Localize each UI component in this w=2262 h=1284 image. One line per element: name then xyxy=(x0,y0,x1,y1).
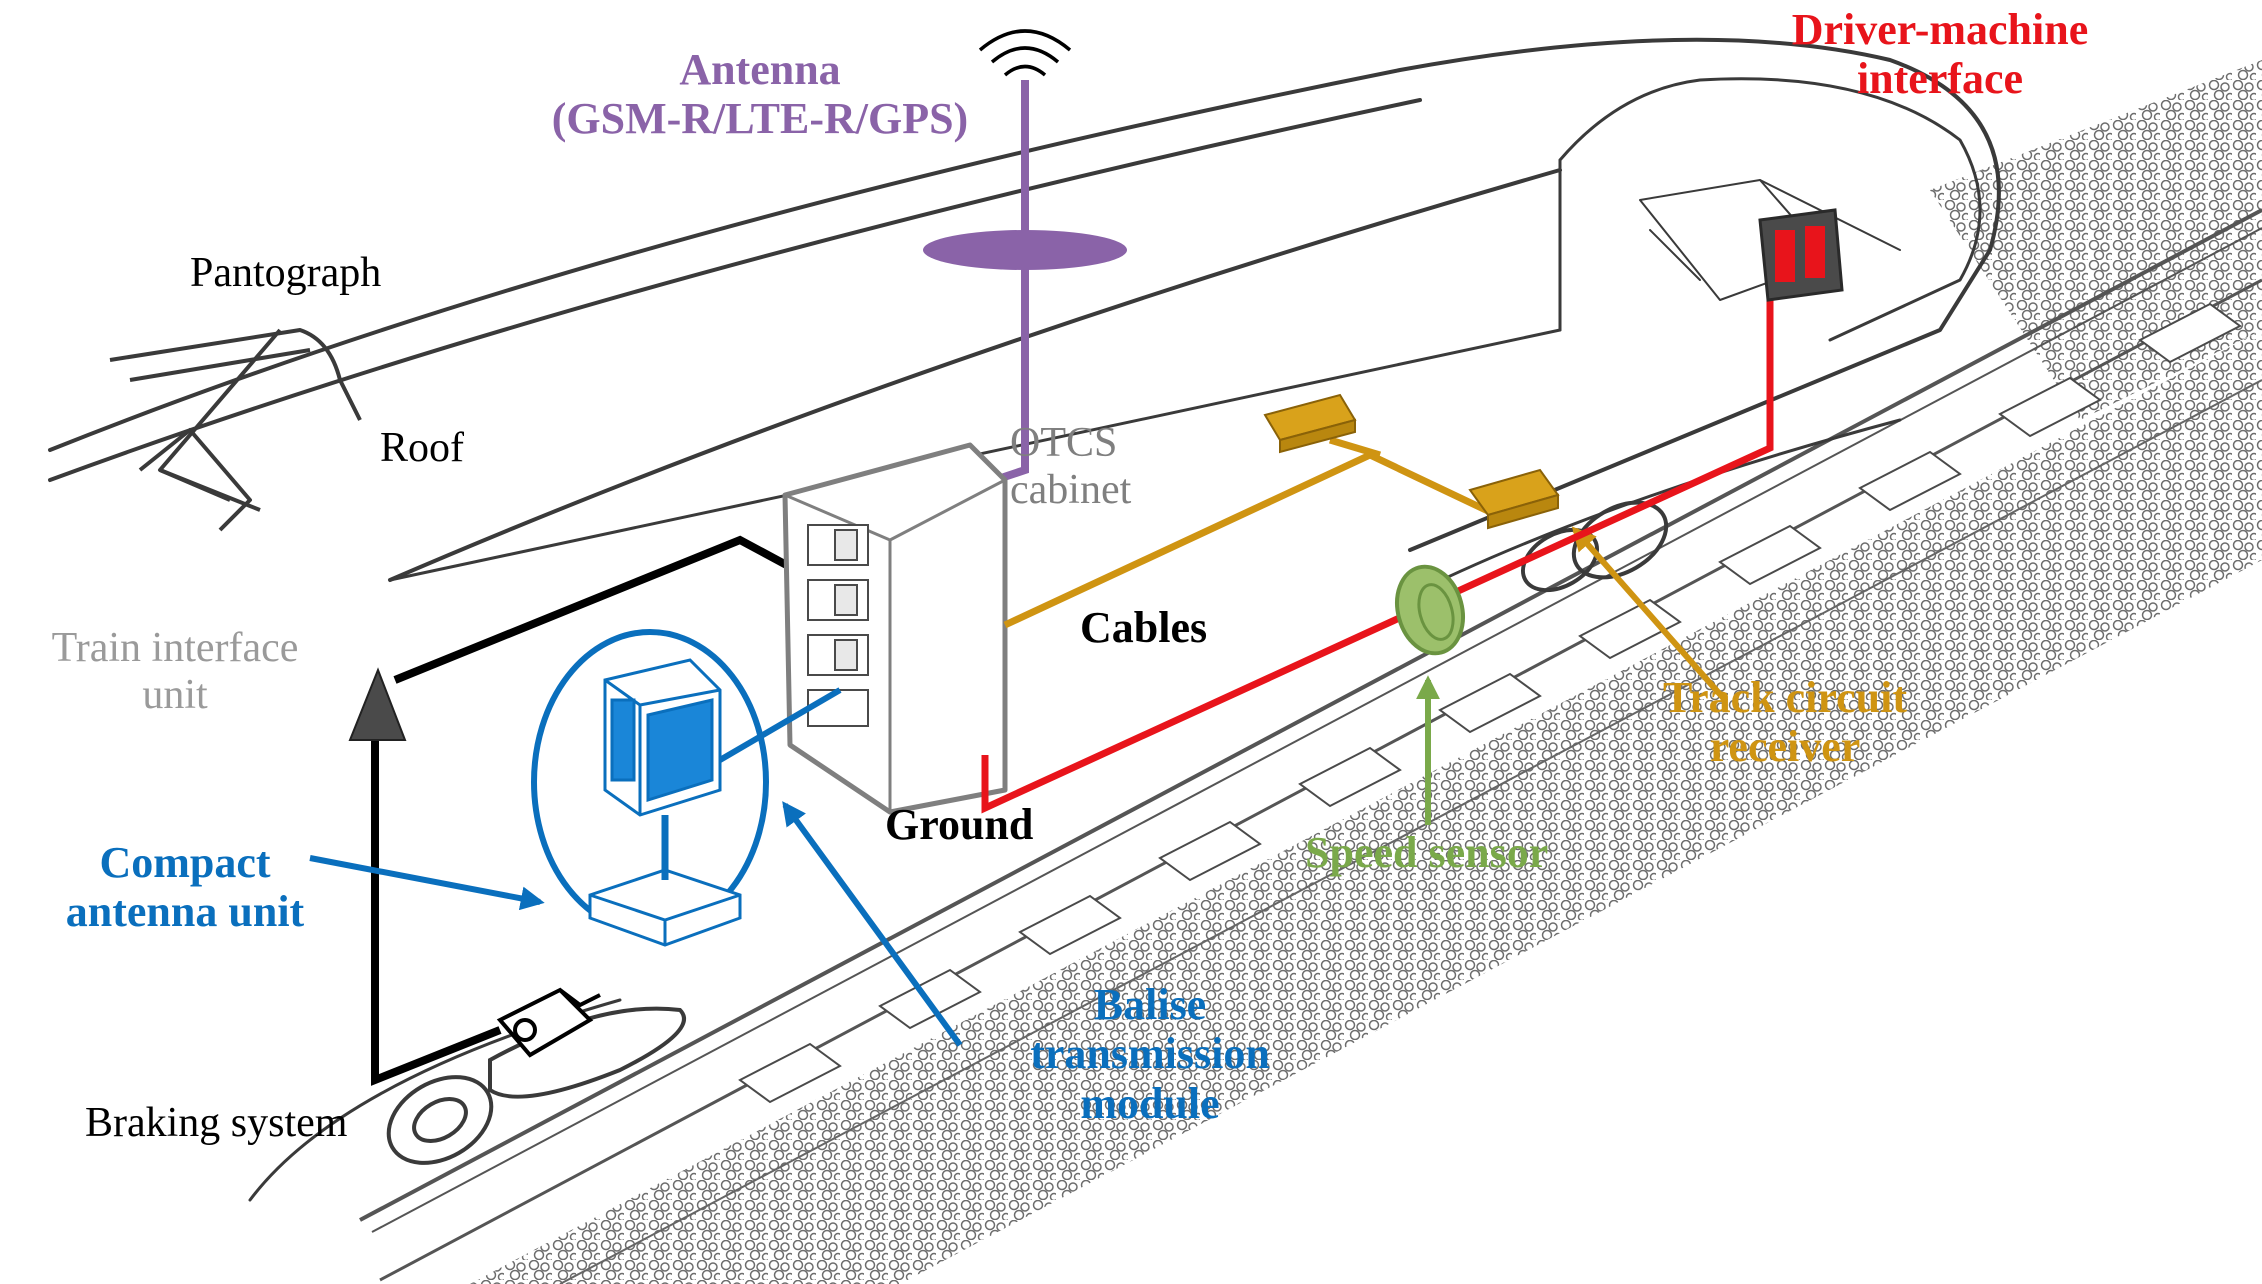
gravel-ballast xyxy=(470,330,2262,1284)
label-tiu-line2: unit xyxy=(142,672,208,719)
cable-braking xyxy=(371,720,502,1086)
antenna-disc xyxy=(923,230,1127,270)
label-antenna: Antenna (GSM-R/LTE-R/GPS) xyxy=(500,45,1020,144)
label-btm-line2: transmission xyxy=(1030,1029,1270,1079)
roof-outline xyxy=(48,37,2001,552)
label-dmi-line2: interface xyxy=(1856,54,2024,104)
label-cau-line2: antenna unit xyxy=(65,887,305,937)
label-driver-machine-interface: Driver-machine interface xyxy=(1730,5,2150,104)
label-antenna-line2: (GSM-R/LTE-R/GPS) xyxy=(551,94,969,144)
track-bed xyxy=(359,60,2262,1284)
label-btm-line1: Balise xyxy=(1093,980,1207,1029)
rail-near xyxy=(359,208,2262,1222)
braking-device xyxy=(496,987,601,1058)
black-cables xyxy=(371,535,807,1086)
label-otcs-line2: cabinet xyxy=(1010,467,1132,514)
roof-edge-inner xyxy=(48,98,1422,482)
cabinet-racks xyxy=(807,524,869,727)
label-tiu-line1: Train interface xyxy=(51,625,299,671)
sleepers xyxy=(738,302,2242,1104)
compact-antenna-group xyxy=(531,629,842,947)
cable-ground-dmi xyxy=(981,275,1774,814)
balise-transmission-device xyxy=(588,658,742,947)
cab-window xyxy=(1558,77,1982,342)
track-circuit-arrow xyxy=(1571,526,1728,702)
compact-antenna-arrow xyxy=(309,855,545,911)
btm-to-otcs-link xyxy=(718,687,842,763)
train-interface-unit-triangle xyxy=(348,667,407,741)
gold-cables xyxy=(1003,436,1492,629)
pantograph-structure xyxy=(109,328,362,532)
label-cables: Cables xyxy=(1080,603,1208,652)
rail-near-inner xyxy=(371,227,2262,1233)
driver-machine-interface-device xyxy=(1758,208,1844,302)
label-braking-system: Braking system xyxy=(85,1100,348,1146)
label-speed-sensor: Speed sensor xyxy=(1305,828,1549,877)
label-tcr-line1: Track circuit xyxy=(1663,673,1907,722)
label-roof: Roof xyxy=(380,425,464,471)
roof-side-ridge xyxy=(388,168,1562,582)
label-train-interface-unit: Train interface unit xyxy=(10,625,340,719)
red-cables xyxy=(981,275,1774,814)
label-dmi-line1: Driver-machine xyxy=(1791,5,2089,54)
balise-arrow xyxy=(782,801,963,1047)
rail-mid xyxy=(559,379,2262,1284)
speed-sensor-device xyxy=(1395,564,1465,656)
label-btm-line3: module xyxy=(1080,1078,1220,1128)
otcs-cabinet-box xyxy=(782,442,1008,815)
label-otcs-line1: OTCS xyxy=(1010,420,1118,466)
label-antenna-line1: Antenna xyxy=(679,45,841,94)
label-ground: Ground xyxy=(885,800,1034,849)
track-circuit-receiver-boxes xyxy=(1263,393,1560,530)
cable-tiu-otcs xyxy=(393,535,807,684)
label-otcs-cabinet: OTCS cabinet xyxy=(1010,420,1131,514)
label-pantograph: Pantograph xyxy=(190,250,382,296)
antenna-signal-icon xyxy=(978,29,1072,77)
label-cau-line1: Compact xyxy=(99,838,271,887)
label-track-circuit-receiver: Track circuit receiver xyxy=(1620,673,1950,772)
cable-tcr-link xyxy=(1328,436,1382,459)
label-tcr-line2: receiver xyxy=(1709,722,1861,772)
label-balise-transmission-module: Balise transmission module xyxy=(1000,980,1300,1128)
label-compact-antenna-unit: Compact antenna unit xyxy=(20,838,350,937)
